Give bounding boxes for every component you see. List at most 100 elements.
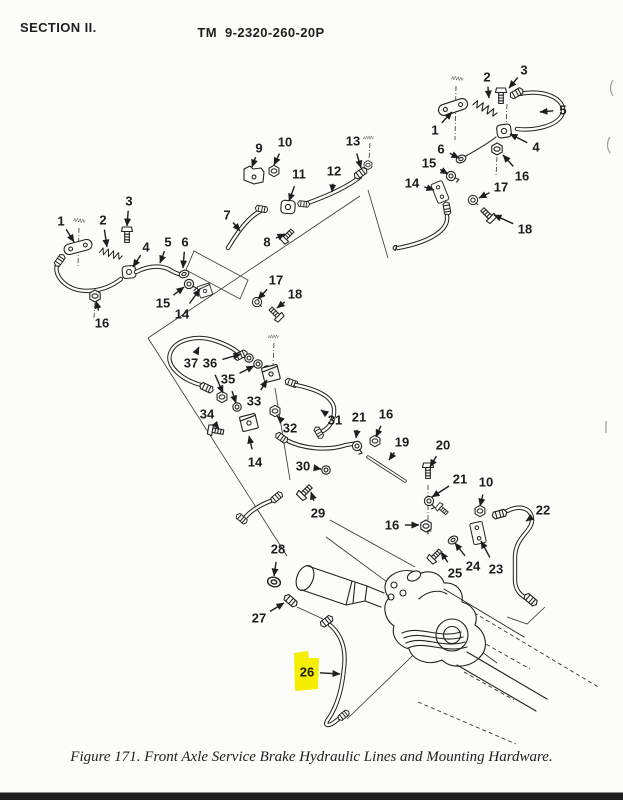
callout-19: 19 <box>388 435 409 461</box>
callout-leader-arrow <box>188 288 201 304</box>
callout-14: 14 <box>405 176 435 192</box>
callout-number: 23 <box>489 562 503 577</box>
callout-leader-arrow <box>159 250 166 264</box>
callout-leader-arrow <box>275 233 286 241</box>
callout-leader-arrow <box>493 214 514 225</box>
callout-leader-arrow <box>247 435 255 450</box>
callout-26: 26 <box>294 651 341 691</box>
callout-leader-arrow <box>269 602 285 612</box>
callout-8: 8 <box>263 233 286 250</box>
callout-leader-arrow <box>214 374 224 394</box>
callout-number: 13 <box>346 134 360 149</box>
callout-leader-arrow <box>388 451 397 461</box>
callout-16: 16 <box>502 154 529 184</box>
callout-number: 20 <box>436 438 450 453</box>
callout-leader-arrow <box>439 167 449 175</box>
callout-number: 14 <box>248 455 263 470</box>
figure-caption: Figure 171. Front Axle Service Brake Hyd… <box>70 749 553 765</box>
scan-artifact-marks <box>605 79 614 433</box>
callout-number: 21 <box>453 472 467 487</box>
callout-21: 21 <box>431 472 467 498</box>
callout-leader-arrow <box>375 425 383 438</box>
callout-5: 5 <box>539 103 567 118</box>
callout-leader-arrow <box>449 151 460 159</box>
callout-29: 29 <box>310 491 325 521</box>
callout-24: 24 <box>454 542 481 574</box>
callout-15: 15 <box>422 156 449 175</box>
callout-number: 33 <box>247 394 261 409</box>
callout-number: 30 <box>296 459 310 474</box>
callout-leader-arrow <box>211 420 220 430</box>
callout-number: 15 <box>156 296 170 311</box>
callout-number: 29 <box>311 506 325 521</box>
callout-leader-arrow <box>424 184 435 192</box>
callout-leader-arrow <box>260 379 268 391</box>
callout-5: 5 <box>159 235 172 264</box>
callout-leader-arrow <box>431 485 450 498</box>
callout-leader-arrow <box>509 133 528 144</box>
callout-12: 12 <box>327 164 341 193</box>
callout-leader-arrow <box>478 494 486 507</box>
callout-number: 5 <box>559 103 566 118</box>
callout-number: 24 <box>466 559 481 574</box>
callout-27: 27 <box>252 602 285 626</box>
callout-leader-arrow <box>508 77 519 89</box>
front-axle-assembly <box>295 565 548 712</box>
cluster-right <box>420 462 540 608</box>
callout-number: 6 <box>181 235 188 250</box>
callout-number: 16 <box>385 518 399 533</box>
callout-6: 6 <box>437 142 460 159</box>
callout-23: 23 <box>480 540 503 577</box>
callout-leader-arrow <box>310 491 317 502</box>
callout-31: 31 <box>320 409 342 428</box>
callout-leader-arrow <box>239 365 255 374</box>
callout-17: 17 <box>257 273 283 300</box>
callout-number: 17 <box>494 180 508 195</box>
callout-1: 1 <box>431 111 453 138</box>
callout-14: 14 <box>247 435 263 470</box>
callout-number: 11 <box>292 167 306 182</box>
callout-number: 10 <box>479 475 493 490</box>
callout-leader-arrow <box>440 551 449 563</box>
callout-leader-arrow <box>329 183 337 193</box>
callout-10: 10 <box>273 135 292 166</box>
callout-22: 22 <box>525 503 550 522</box>
callout-20: 20 <box>429 438 450 468</box>
callout-leader-arrow <box>319 670 341 678</box>
cluster-center <box>167 334 407 609</box>
callout-leader-arrow <box>192 346 200 356</box>
callout-number: 15 <box>422 156 436 171</box>
callout-35: 35 <box>221 365 255 404</box>
callout-leader-arrow <box>271 561 279 577</box>
callout-number: 28 <box>271 542 285 557</box>
callout-leader-arrow <box>480 540 491 558</box>
callout-number: 32 <box>283 421 297 436</box>
callout-number: 16 <box>379 407 393 422</box>
callout-32: 32 <box>276 415 297 436</box>
callout-4: 4 <box>509 133 540 155</box>
callout-leader-arrow <box>320 409 330 418</box>
callout-number: 19 <box>395 435 409 450</box>
callout-leader-arrow <box>65 228 75 243</box>
callout-36: 36 <box>203 352 242 394</box>
callout-number: 12 <box>327 164 341 179</box>
callout-number: 1 <box>431 123 438 138</box>
callout-number: 21 <box>352 410 366 425</box>
callout-37: 37 <box>184 346 200 371</box>
callout-17: 17 <box>478 180 508 199</box>
callout-leader-arrow <box>180 251 188 269</box>
callout-leader-arrow <box>273 153 281 166</box>
callout-number: 8 <box>263 235 270 250</box>
cluster-upper-middle <box>225 135 374 251</box>
callout-7: 7 <box>223 208 241 232</box>
callout-16: 16 <box>375 407 393 438</box>
callout-18: 18 <box>493 214 532 237</box>
callout-10: 10 <box>478 475 493 507</box>
cluster-left <box>52 217 286 324</box>
callout-16: 16 <box>94 300 109 331</box>
callout-leader-arrow <box>484 86 492 99</box>
callout-34: 34 <box>200 407 220 430</box>
callout-leader-arrow <box>502 154 514 167</box>
callout-number: 14 <box>175 307 190 322</box>
